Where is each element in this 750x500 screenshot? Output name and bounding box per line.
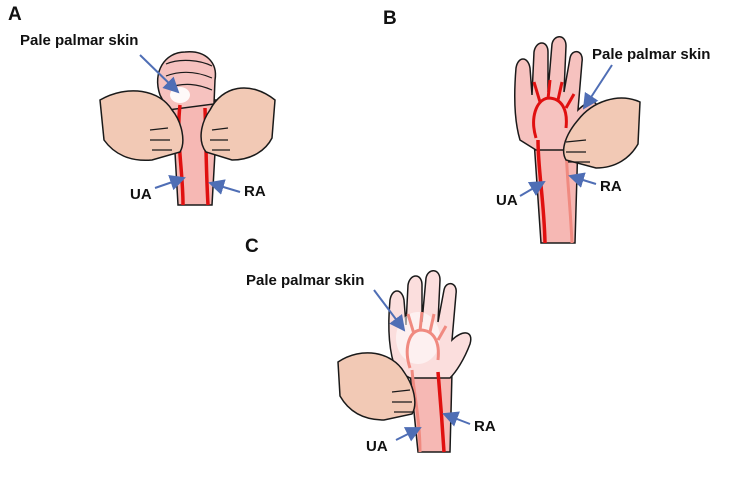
panel-c-illustration <box>337 270 472 453</box>
panel-c-palmar-arch <box>405 311 448 369</box>
panel-b-examiner-hand <box>562 97 641 169</box>
panel-c-radial-artery <box>436 371 446 453</box>
panel-c-letter: C <box>245 236 259 257</box>
panel-a-pale-palm <box>170 87 190 103</box>
panel-c-examiner-hand <box>337 352 416 421</box>
panel-b-ra-label: RA <box>600 178 622 195</box>
panel-a-ra-label: RA <box>244 183 266 200</box>
panel-a-right-hand <box>200 87 276 161</box>
panel-a-illustration <box>99 51 276 206</box>
panel-a-ulnar-artery <box>177 104 185 206</box>
panel-b-letter: B <box>383 8 397 29</box>
panel-b-ua-label: UA <box>496 192 518 209</box>
panel-a-ua-label: UA <box>130 186 152 203</box>
panel-b-palmar-arch <box>532 79 576 139</box>
panel-c-ulnar-artery <box>410 369 422 453</box>
panel-c-ra-label: RA <box>474 418 496 435</box>
panel-c-ua-label: UA <box>366 438 388 455</box>
panel-b-illustration <box>514 36 641 244</box>
panel-a-letter: A <box>8 4 22 25</box>
panel-a-pale-palmar-skin-label: Pale palmar skin <box>20 32 139 49</box>
panel-b-pale-palmar-skin-label: Pale palmar skin <box>592 46 711 63</box>
panel-a-left-hand <box>99 90 184 162</box>
panel-c-pale-palmar-skin-label: Pale palmar skin <box>246 272 365 289</box>
